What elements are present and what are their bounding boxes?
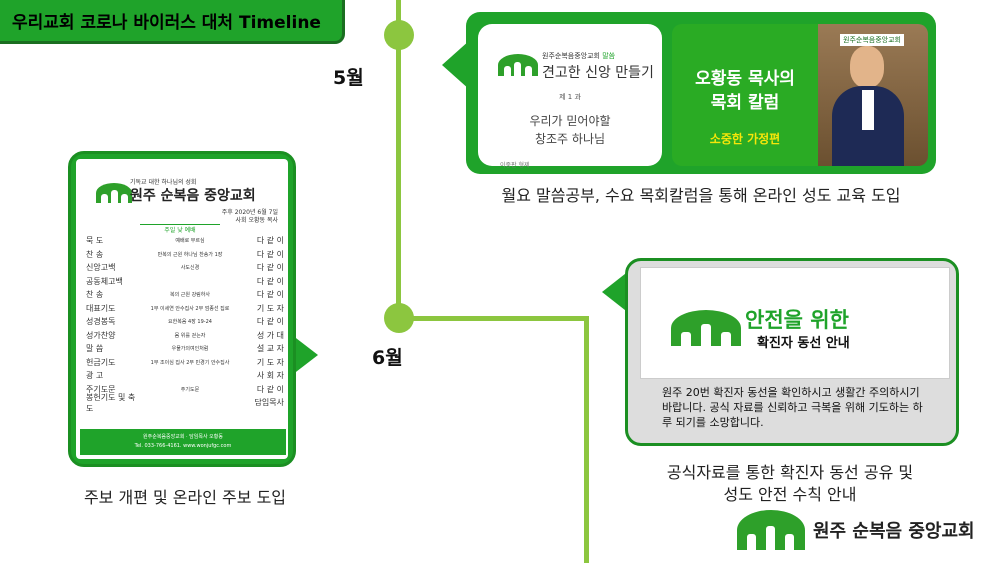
bulletin-row-detail: 만복의 근원 하나님 찬송가 1장 — [157, 251, 223, 258]
bulletin-row-detail: 요한복음 4장 19-24 — [168, 319, 212, 326]
pastor-photo — [818, 24, 928, 166]
bulletin-row-detail: 몸 위를 걷는자 — [174, 332, 206, 339]
lesson-slide: 원주순복음중앙교회 말씀 견고한 신앙 만들기 제 1 과 우리가 믿어야할 창… — [478, 24, 662, 169]
bulletin-row-label: 공동체고백 — [86, 276, 123, 286]
education-card: 원주순복음중앙교회 말씀 견고한 신앙 만들기 제 1 과 우리가 믿어야할 창… — [466, 12, 936, 174]
column-slide: 원주순복음중앙교회 오황동 목사의 목회 칼럼 소중한 가정편 — [672, 24, 928, 166]
bulletin-row: 찬 송 복의 근원 강림하사 다 같 이 — [86, 288, 284, 302]
bulletin-row: 공동체고백 다 같 이 — [86, 275, 284, 289]
bulletin-caption: 주보 개편 및 온라인 주보 도입 — [83, 488, 287, 507]
episode-label: 제 1 과 — [559, 93, 581, 101]
bulletin-row-label: 성가찬양 — [86, 330, 116, 340]
bulletin-row-leader: 설 교 자 — [256, 344, 284, 354]
church-logo-icon — [737, 510, 805, 550]
bulletin-row: 대표기도 1부 이세연 안수집사 2부 엄종선 집로 기 도 자 — [86, 302, 284, 316]
bulletin-row-leader: 사 회 자 — [256, 371, 284, 381]
bulletin-row-detail: 1부 이세연 안수집사 2부 엄종선 집로 — [150, 305, 230, 312]
logo-church: 원주순복음중앙교회 말씀 — [542, 52, 616, 60]
safety-body: 원주 20번 확진자 동선을 확인하시고 생활간 주의하시기 바랍니다. 공식 … — [662, 386, 923, 429]
june-caption-line1: 공식자료를 통한 확진자 동선 공유 및 — [666, 463, 914, 482]
bulletin-row-leader: 담임목사 — [254, 398, 284, 408]
column-topic: 소중한 가정편 — [709, 132, 781, 146]
bulletin-row-leader: 성 가 대 — [256, 330, 284, 340]
bulletin-row-detail: 우물가의여인처럼 — [171, 346, 209, 353]
safety-banner: 안전을 위한 확진자 동선 안내 — [640, 267, 950, 379]
bulletin-row: 주기도문 주기도문 다 같 이 — [86, 383, 284, 397]
bulletin-row-detail: 1부 조이심 집사 2부 민경기 안수집사 — [150, 359, 230, 366]
safety-headline: 안전을 위한 — [745, 308, 849, 332]
month-label: 6월 — [372, 347, 403, 369]
may-caption: 월요 말씀공부, 수요 목회칼럼을 통해 온라인 성도 교육 도입 — [501, 186, 901, 205]
bulletin-row-leader: 다 같 이 — [256, 263, 284, 273]
bulletin-row: 헌금기도 1부 조이심 집사 2부 민경기 안수집사 기 도 자 — [86, 356, 284, 370]
bulletin-row-leader: 기 도 자 — [256, 357, 284, 367]
church-logo-icon — [498, 54, 538, 76]
bulletin-row-label: 광 고 — [86, 371, 104, 381]
column-title-line2: 목회 칼럼 — [710, 93, 780, 113]
safety-subhead: 확진자 동선 안내 — [757, 336, 850, 351]
bulletin-row-label: 봉헌기도 및 축도 — [86, 392, 136, 413]
bulletin-row-leader: 다 같 이 — [256, 384, 284, 394]
bulletin-row: 묵 도 예배로 부르심 다 같 이 — [86, 234, 284, 248]
lesson-line1: 우리가 믿어야할 — [529, 114, 611, 128]
bulletin-row-leader: 다 같 이 — [256, 317, 284, 327]
bulletin-row: 봉헌기도 및 축도 담임목사 — [86, 393, 284, 413]
presenter: 이중판 형제 — [500, 162, 530, 169]
safety-card: 안전을 위한 확진자 동선 안내 원주 20번 확진자 동선을 확인하시고 생활… — [625, 258, 959, 446]
bulletin-row-label: 대표기도 — [86, 303, 116, 313]
bulletin-host: 사회 오황동 목사 — [235, 217, 278, 224]
bulletin-row: 성가찬양 몸 위를 걷는자 성 가 대 — [86, 329, 284, 343]
bulletin-row: 성경봉독 요한복음 4장 19-24 다 같 이 — [86, 315, 284, 329]
bulletin-date: 주후 2020년 6월 7일 — [221, 209, 278, 216]
bulletin-row-label: 주기도문 — [86, 384, 116, 394]
bulletin-card: 기독교 대한 하나님의 성회 원주 순복음 중앙교회 주후 2020년 6월 7… — [68, 151, 296, 467]
bulletin-row-leader: 다 같 이 — [256, 249, 284, 259]
bulletin-row-label: 말 씀 — [86, 344, 104, 354]
bulletin-row-leader: 다 같 이 — [256, 276, 284, 286]
church-logo-icon — [671, 310, 741, 346]
bulletin-footer: 원주순복음중앙교회 · 담임목사 오황동 Tel. 033-766-4161. … — [80, 429, 286, 455]
callout-pointer — [442, 40, 470, 90]
column-title-line1: 오황동 목사의 — [695, 69, 795, 89]
bulletin-row: 찬 송 만복의 근원 하나님 찬송가 1장 다 같 이 — [86, 248, 284, 262]
page-title: 우리교회 코로나 바이러스 대처 Timeline — [0, 0, 345, 44]
bulletin-row-label: 신앙고백 — [86, 263, 116, 273]
bulletin-row-detail: 사도신경 — [180, 265, 200, 272]
month-label: 5월 — [333, 67, 364, 89]
bulletin-row-label: 찬 송 — [86, 249, 104, 259]
lesson-line2: 창조주 하나님 — [534, 132, 606, 146]
bulletin-row-label: 찬 송 — [86, 290, 104, 300]
footer-church-name: 원주 순복음 중앙교회 — [813, 521, 975, 542]
bulletin-row-label: 묵 도 — [86, 236, 104, 246]
column-logo: 원주순복음중앙교회 — [840, 34, 904, 46]
bulletin-row-detail: 예배로 부르심 — [175, 238, 205, 245]
timeline-line — [584, 316, 589, 563]
bulletin-section: 주일 낮 예배 — [140, 224, 220, 234]
bulletin-row-leader: 다 같 이 — [256, 290, 284, 300]
bulletin-row: 말 씀 우물가의여인처럼 설 교 자 — [86, 342, 284, 356]
series-title: 견고한 신앙 만들기 — [542, 65, 654, 81]
bulletin-row-leader: 다 같 이 — [256, 236, 284, 246]
callout-pointer — [292, 335, 318, 375]
bulletin-church: 원주 순복음 중앙교회 — [130, 188, 256, 204]
june-caption-line2: 성도 안전 수칙 안내 — [723, 485, 857, 504]
church-logo-icon — [96, 183, 132, 203]
bulletin-row: 신앙고백 사도신경 다 같 이 — [86, 261, 284, 275]
timeline-dot — [384, 20, 414, 50]
timeline-dot — [384, 303, 414, 333]
bulletin-row-leader: 기 도 자 — [256, 303, 284, 313]
bulletin-row-label: 헌금기도 — [86, 357, 116, 367]
timeline-line — [396, 0, 401, 320]
callout-pointer — [602, 270, 630, 314]
bulletin-row-label: 성경봉독 — [86, 317, 116, 327]
bulletin-tagline: 기독교 대한 하나님의 성회 — [130, 179, 197, 186]
bulletin-row-detail: 주기도문 — [180, 386, 200, 393]
bulletin-row-detail: 복의 근원 강림하사 — [170, 292, 210, 299]
timeline-line — [396, 316, 589, 321]
